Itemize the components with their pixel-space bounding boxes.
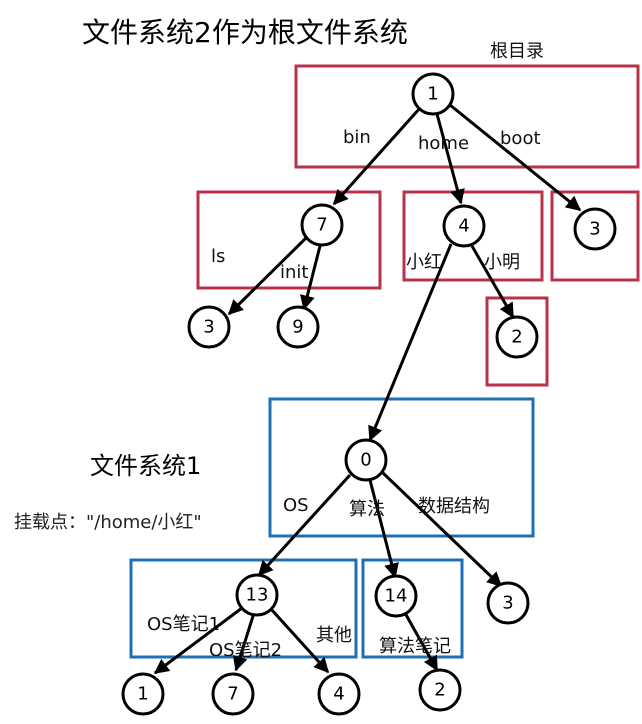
node-label: 2 [434, 680, 445, 701]
edge-xiaohong [368, 243, 453, 442]
edge-boot [449, 103, 582, 212]
edge-label-os: OS [283, 495, 309, 516]
node-label: 7 [316, 215, 327, 236]
node-0-fs1-root: 0 [344, 438, 388, 482]
edge-label-osnote1: OS笔记1 [147, 614, 220, 635]
node-3-boot: 3 [573, 207, 617, 251]
edge-shujujiegou [381, 471, 503, 588]
node-9-init: 9 [276, 305, 320, 349]
node-3-shujujiegou: 3 [486, 581, 530, 625]
node-label: 3 [203, 317, 214, 338]
node-label: 14 [385, 586, 408, 607]
mount-point-caption: 挂载点："/home/小红" [14, 512, 202, 533]
xiaoming-dir-box [485, 296, 549, 387]
node-1-osnote1: 1 [121, 672, 165, 716]
edge-label-xiaoming: 小明 [484, 252, 520, 273]
edge-label-home: home [418, 133, 469, 154]
node-4-home: 4 [442, 204, 486, 248]
edge-suanfanote [403, 612, 439, 672]
node-label: 4 [458, 216, 469, 237]
edge-xiaoming [470, 245, 515, 319]
edge-osnote2 [232, 612, 256, 672]
edge-label-shujujiegou: 数据结构 [418, 496, 490, 517]
diagram-title: 文件系统2作为根文件系统 [82, 16, 408, 49]
edge-label-suanfa: 算法 [349, 499, 385, 520]
edge-label-osnote2: OS笔记2 [209, 640, 282, 661]
edge-label-suanfanote: 算法笔记 [379, 636, 451, 657]
root-dir-box [294, 64, 640, 169]
node-label: 7 [227, 684, 238, 705]
node-label: 4 [333, 684, 344, 705]
algo-dir-box [361, 558, 464, 659]
edge-label-bin: bin [343, 127, 371, 148]
fs1-title: 文件系统1 [90, 452, 201, 480]
node-label: 2 [511, 327, 522, 348]
home-dir-box [402, 190, 544, 282]
root-directory-label: 根目录 [490, 41, 544, 62]
node-label: 9 [292, 317, 303, 338]
edge-qita [269, 607, 330, 674]
node-4-qita: 4 [317, 672, 361, 716]
node-14-suanfa: 14 [374, 574, 418, 618]
node-3-ls: 3 [187, 305, 231, 349]
node-1-root: 1 [411, 72, 455, 116]
edge-label-ls: ls [211, 246, 225, 267]
node-label: 3 [589, 219, 600, 240]
edge-init [300, 245, 322, 311]
edge-home [435, 113, 465, 205]
edge-label-xiaohong: 小红 [406, 252, 442, 273]
node-label: 13 [246, 585, 269, 606]
edge-label-init: init [280, 262, 308, 283]
node-label: 0 [360, 450, 371, 471]
node-2-suanfanote: 2 [418, 668, 462, 712]
node-label: 1 [427, 84, 438, 105]
edge-ls [227, 235, 309, 316]
node-7-osnote2: 7 [211, 672, 255, 716]
edge-osnote1 [153, 606, 243, 675]
fs1-root-box [268, 397, 535, 538]
boot-dir-box [550, 190, 640, 282]
bin-dir-box [196, 190, 382, 290]
node-label: 1 [137, 684, 148, 705]
edge-suanfa [368, 479, 399, 579]
node-2-xiaoming: 2 [495, 315, 539, 359]
edge-label-boot: boot [500, 128, 541, 149]
node-13-os: 13 [235, 573, 279, 617]
edge-os [257, 473, 352, 577]
edge-label-qita: 其他 [316, 625, 352, 646]
node-label: 3 [502, 593, 513, 614]
node-7-bin: 7 [300, 203, 344, 247]
edge-bin [332, 106, 422, 206]
